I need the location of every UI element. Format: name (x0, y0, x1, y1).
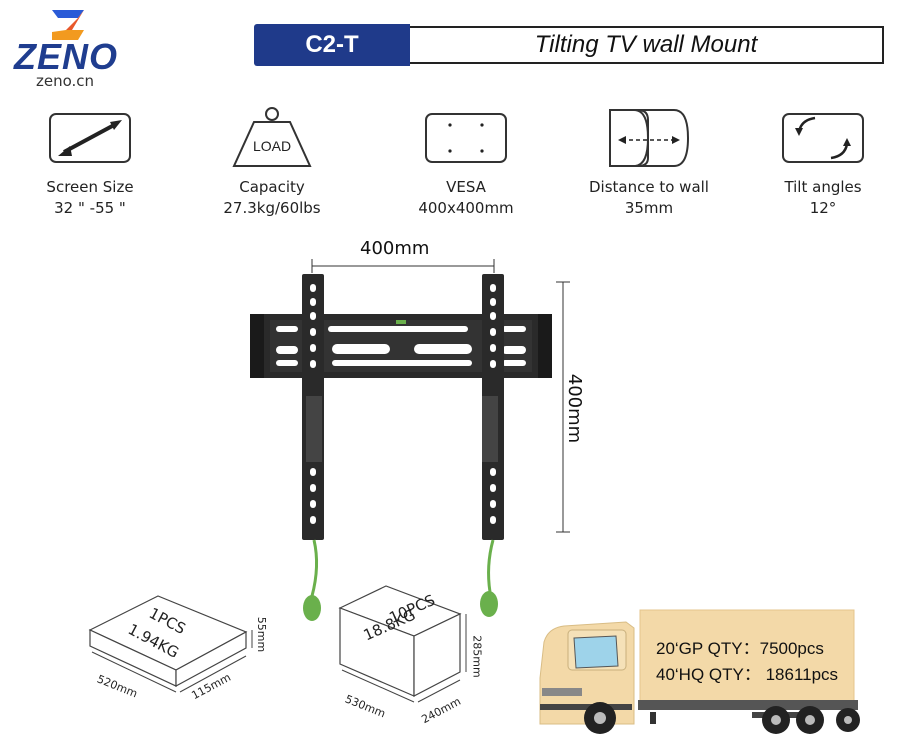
carton-box (338, 585, 467, 703)
spec-value: 12° (809, 199, 837, 217)
spec-value: 35mm (624, 199, 674, 217)
single-height: 55mm (255, 616, 269, 653)
carton-height: 285mm (470, 635, 484, 678)
spec-value: 32 " -55 " (54, 199, 126, 217)
spec-label: Screen Size (46, 178, 134, 196)
spec-value: 27.3kg/60lbs (223, 199, 321, 217)
spec-label: Capacity (239, 178, 305, 196)
spec-screen-size: Screen Size 32 " -55 " (5, 112, 175, 217)
vesa-icon (425, 113, 507, 163)
spec-value: 400x400mm (418, 199, 514, 217)
spec-vesa: VESA 400x400mm (381, 112, 551, 217)
model-badge: C2-T (254, 24, 410, 66)
load-icon-text: LOAD (253, 138, 291, 154)
brand-name: ZENO (14, 36, 119, 77)
brand-logo (48, 8, 88, 46)
wall-mount-drawing (250, 259, 570, 621)
spec-distance: Distance to wall 35mm (564, 106, 734, 217)
load-weight-icon: LOAD (232, 107, 312, 167)
brand-url: zeno.cn (36, 72, 95, 90)
mount-width-label: 400mm (360, 238, 430, 259)
spec-label: Tilt angles (784, 178, 862, 196)
distance-icon (609, 109, 690, 167)
shipping-20gp-qty: 20‘GP QTY：7500pcs (656, 639, 824, 658)
mount-height-label: 400mm (564, 373, 586, 444)
single-package-box (88, 595, 253, 693)
tilt-icon (782, 113, 864, 163)
spec-capacity: LOAD Capacity 27.3kg/60lbs (187, 106, 357, 217)
spec-label: VESA (446, 178, 486, 196)
spec-tilt: Tilt angles 12° (738, 112, 900, 217)
shipping-40hq-qty: 40‘HQ QTY： 18611pcs (656, 665, 839, 684)
truck-illustration (539, 609, 860, 734)
spec-label: Distance to wall (589, 178, 709, 196)
zeno-logo-icon (52, 10, 84, 40)
screen-size-icon (49, 113, 131, 163)
product-title: Tilting TV wall Mount (410, 26, 884, 64)
